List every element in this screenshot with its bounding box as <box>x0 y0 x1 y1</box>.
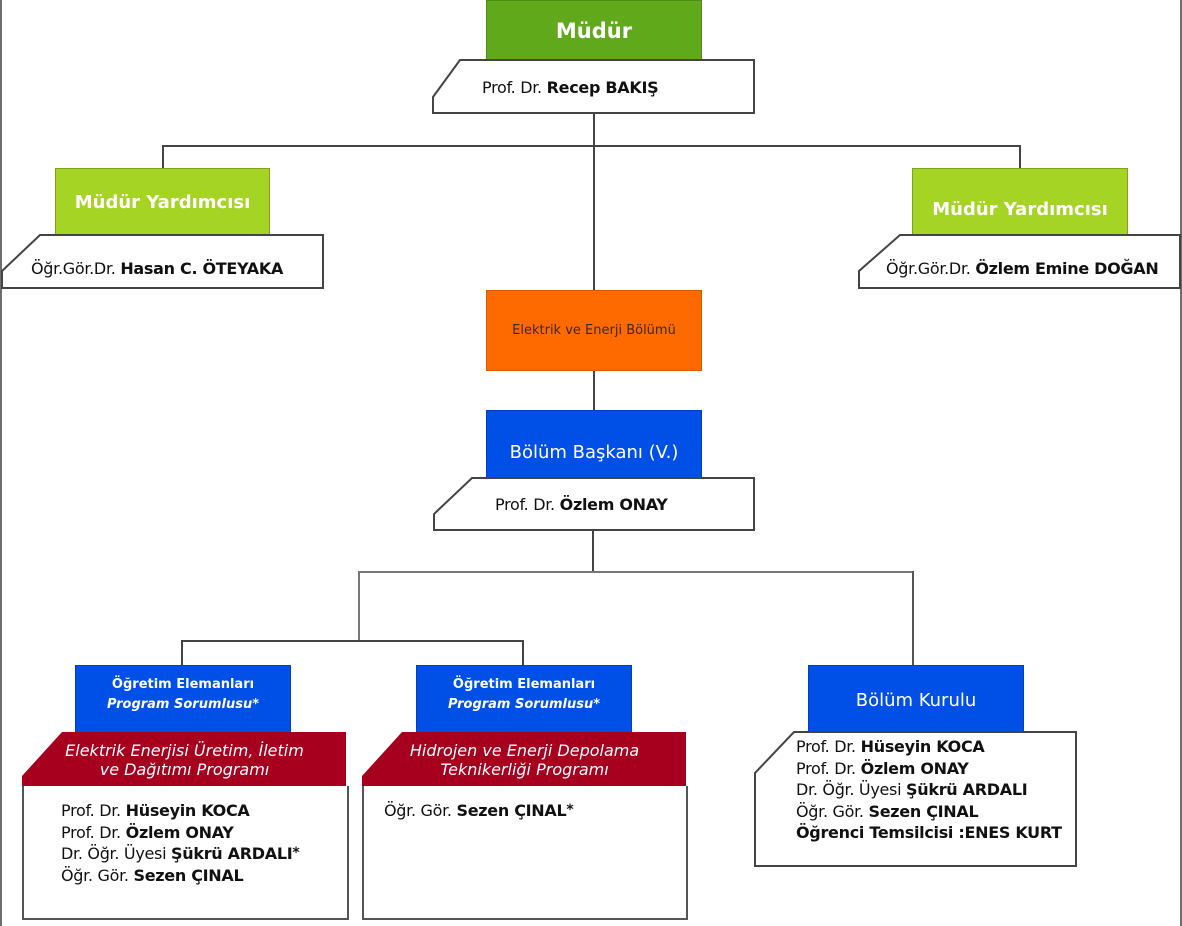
director-name-prefix: Prof. Dr. <box>482 78 542 97</box>
list-item: Öğr. Gör. Sezen ÇINAL <box>796 801 979 821</box>
council-members-box: Prof. Dr. Hüseyin KOCA Prof. Dr. Özlem O… <box>754 731 1078 868</box>
connector-dept-to-head <box>593 371 595 411</box>
program2-title-box: Hidrojen ve Enerji Depolama Teknikerliği… <box>362 732 687 787</box>
head-title-box: Bölüm Başkanı (V.) <box>486 410 702 480</box>
program1-title-line1: Elektrik Enerjisi Üretim, İletim <box>65 741 304 760</box>
name-box-shape <box>858 234 1181 289</box>
program1-header-line2: Program Sorumlusu* <box>106 697 260 712</box>
program2-header-line2: Program Sorumlusu* <box>447 697 601 712</box>
department-box: Elektrik ve Enerji Bölümü <box>486 290 702 371</box>
deputy-right-title: Müdür Yardımcısı <box>932 198 1108 220</box>
connector-director-down <box>593 113 595 291</box>
department-title: Elektrik ve Enerji Bölümü <box>512 323 676 338</box>
list-item: Prof. Dr. Hüseyin KOCA <box>61 801 250 820</box>
connector-programs-drop <box>358 571 360 641</box>
list-item: Prof. Dr. Hüseyin KOCA <box>796 737 985 756</box>
connector-deputies-horizontal <box>162 145 1021 147</box>
list-item: Öğr. Gör. Sezen ÇINAL <box>61 865 244 885</box>
frame-left-border <box>0 0 2 926</box>
deputy-right-title-box: Müdür Yardımcısı <box>912 168 1128 236</box>
name-box-shape <box>433 477 755 531</box>
director-title: Müdür <box>555 18 633 43</box>
list-item: Öğrenci Temsilcisi :ENES KURT <box>796 823 1062 842</box>
program2-title-line1: Hidrojen ve Enerji Depolama <box>409 741 640 760</box>
program2-header-line1: Öğretim Elemanları <box>452 677 596 692</box>
connector-programs-horizontal <box>181 640 524 642</box>
program1-members-box: Prof. Dr. Hüseyin KOCA Prof. Dr. Özlem O… <box>22 786 349 920</box>
head-title: Bölüm Başkanı (V.) <box>509 441 679 463</box>
program2-members-box: Öğr. Gör. Sezen ÇINAL* <box>362 786 688 920</box>
connector-deputy-left <box>162 145 164 169</box>
list-item: Öğr. Gör. Sezen ÇINAL* <box>384 801 574 820</box>
program1-members-list: Prof. Dr. Hüseyin KOCA Prof. Dr. Özlem O… <box>61 800 300 886</box>
council-title: Bölüm Kurulu <box>855 689 977 711</box>
program1-header-line1: Öğretim Elemanları <box>111 677 255 692</box>
frame-right-border <box>1180 0 1182 926</box>
council-members-list: Prof. Dr. Hüseyin KOCA Prof. Dr. Özlem O… <box>796 736 1062 844</box>
director-title-box: Müdür <box>486 0 702 61</box>
deputy-left-name: Hasan C. ÖTEYAKA <box>120 259 284 278</box>
head-name-box: Prof. Dr. Özlem ONAY <box>432 477 756 532</box>
program2-header-box: Öğretim Elemanları Program Sorumlusu* <box>416 665 632 735</box>
deputy-left-name-box: Öğr.Gör.Dr. Hasan C. ÖTEYAKA <box>0 234 325 290</box>
deputy-left-title-box: Müdür Yardımcısı <box>55 168 270 236</box>
director-name: Recep BAKIŞ <box>546 78 659 97</box>
deputy-left-title: Müdür Yardımcısı <box>74 191 251 213</box>
program2-members-list: Öğr. Gör. Sezen ÇINAL* <box>384 800 574 822</box>
head-name-prefix: Prof. Dr. <box>495 495 555 514</box>
connector-program2 <box>522 640 524 666</box>
connector-council-drop <box>912 571 914 666</box>
program2-title-line2: Teknikerliği Programı <box>440 760 609 779</box>
list-item: Prof. Dr. Özlem ONAY <box>61 822 234 842</box>
director-name-box: Prof. Dr. Recep BAKIŞ <box>432 59 756 115</box>
deputy-right-name-prefix: Öğr.Gör.Dr. <box>886 259 971 278</box>
deputy-right-name-box: Öğr.Gör.Dr. Özlem Emine DOĞAN <box>858 234 1182 290</box>
list-item: Dr. Öğr. Üyesi Şükrü ARDALI* <box>61 844 300 863</box>
program1-title-box: Elektrik Enerjisi Üretim, İletim ve Dağı… <box>22 732 347 787</box>
program-title-shape <box>362 732 686 787</box>
name-box-shape <box>1 234 324 289</box>
deputy-right-name: Özlem Emine DOĞAN <box>975 259 1159 278</box>
connector-level3-horizontal <box>358 571 914 573</box>
council-box-shape <box>754 731 1077 867</box>
program1-title-line2: ve Dağıtımı Programı <box>99 760 270 779</box>
council-title-box: Bölüm Kurulu <box>808 665 1024 735</box>
connector-deputy-right <box>1019 145 1021 169</box>
program-title-shape <box>22 732 346 787</box>
head-name: Özlem ONAY <box>559 495 668 514</box>
connector-program1 <box>181 640 183 666</box>
name-box-shape <box>432 59 755 114</box>
connector-head-down <box>592 530 594 572</box>
program1-header-box: Öğretim Elemanları Program Sorumlusu* <box>75 665 291 735</box>
list-item: Prof. Dr. Özlem ONAY <box>796 758 969 778</box>
deputy-left-name-prefix: Öğr.Gör.Dr. <box>31 259 116 278</box>
list-item: Dr. Öğr. Üyesi Şükrü ARDALI <box>796 780 1028 799</box>
